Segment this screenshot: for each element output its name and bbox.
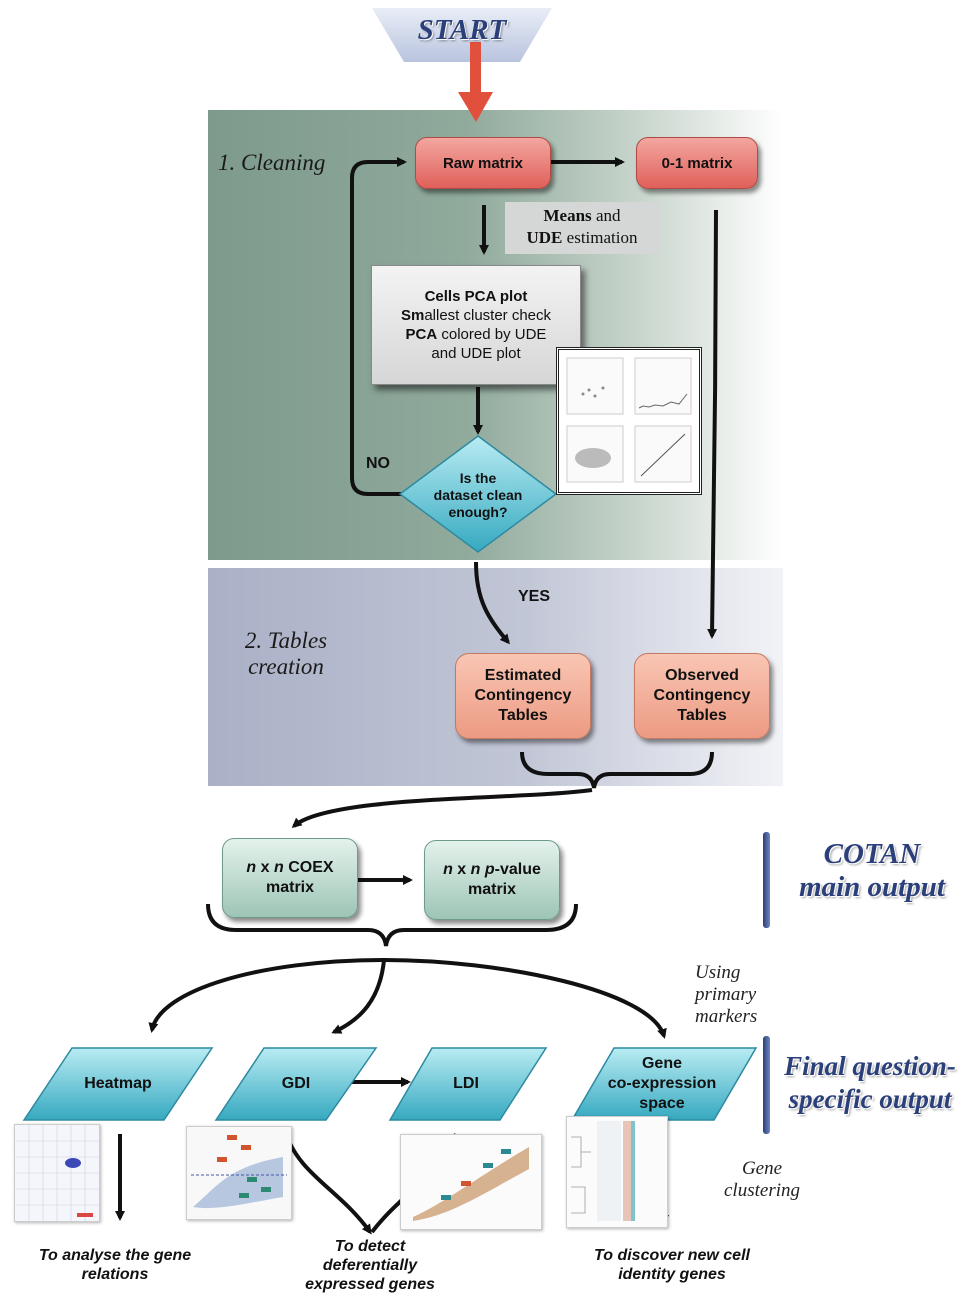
arrow-to-space [383, 958, 667, 1039]
ldi-shape [388, 1047, 548, 1121]
start-arrow [458, 42, 493, 122]
binary-matrix-box: 0-1 matrix [636, 137, 758, 189]
checks-line1: Cells PCA plot [424, 288, 528, 305]
start-shape [372, 8, 552, 62]
checks-line4: and UDE plot [431, 345, 521, 362]
quality-checks-box: Cells PCA plot Smallest cluster check PC… [371, 265, 581, 385]
arrow-gdi-down [284, 1133, 372, 1235]
ldi-label: LDI [453, 1075, 479, 1092]
ldi-plot-image [401, 1135, 541, 1229]
main-output-bar [763, 832, 770, 928]
arrow-to-heatmap [148, 958, 385, 1033]
clustering-thumbnail [566, 1116, 668, 1228]
gene-clustering-note: Gene clustering [724, 1158, 800, 1201]
ude-word: UDE [526, 228, 563, 247]
gdi-plot-image [187, 1127, 291, 1219]
coex-matrix-box: n x n COEX matrix [222, 838, 358, 918]
pvalue-matrix-box: n x n p-value matrix [424, 840, 560, 920]
decision-diamond [398, 435, 558, 553]
caption-heatmap: To analyse the gene relations [38, 1247, 192, 1283]
decision-label: Is the dataset clean enough? [433, 470, 523, 520]
arrow-to-gdi [331, 959, 386, 1034]
heatmap-label: Heatmap [84, 1075, 152, 1092]
ldi-thumbnail [400, 1134, 542, 1230]
gene-space-label: Gene co-expression space [607, 1055, 717, 1112]
qc-plots-thumbnail [556, 347, 702, 495]
arrow-yes-to-estimated [474, 561, 510, 645]
raw-matrix-box: Raw matrix [415, 137, 551, 189]
and-word: and [591, 206, 621, 225]
arrow-no-loop [350, 157, 407, 496]
final-output-heading: Final question- specific output [784, 1051, 956, 1114]
no-label: NO [366, 455, 390, 472]
estimation-word: estimation [562, 228, 638, 247]
qc-plots-image [566, 357, 692, 483]
tables-brace [520, 751, 714, 789]
heatmap-shape [22, 1047, 214, 1121]
main-output-heading: COTAN main output [799, 838, 945, 903]
observed-tables-box: Observed Contingency Tables [634, 653, 770, 739]
gdi-label: GDI [281, 1075, 311, 1092]
means-ude-note: Means and UDE estimation [505, 202, 659, 254]
space-shape [570, 1047, 758, 1121]
using-markers-note: Using primary markers [695, 962, 758, 1027]
gdi-thumbnail [186, 1126, 292, 1220]
final-output-bar [763, 1036, 770, 1134]
arrow-to-coex [291, 788, 593, 828]
stage2-title: 2. Tables creation [244, 628, 328, 679]
caption-gdi: To detect deferentially expressed genes [305, 1238, 435, 1293]
heatmap-image [15, 1125, 99, 1221]
checks-line2: Smallest cluster check [400, 307, 552, 324]
means-word: Means [543, 206, 592, 225]
caption-space: To discover new cell identity genes [594, 1247, 750, 1283]
yes-label: YES [518, 588, 551, 605]
gdi-shape [214, 1047, 378, 1121]
arrow-binary-to-observed [707, 209, 718, 639]
stage1-title: 1. Cleaning [218, 150, 326, 175]
main-brace [206, 903, 578, 947]
heatmap-thumbnail [14, 1124, 100, 1222]
clustering-image [567, 1117, 667, 1227]
estimated-tables-box: Estimated Contingency Tables [455, 653, 591, 739]
start-label: START [417, 14, 507, 46]
checks-line3: PCA colored by UDE [405, 326, 547, 343]
